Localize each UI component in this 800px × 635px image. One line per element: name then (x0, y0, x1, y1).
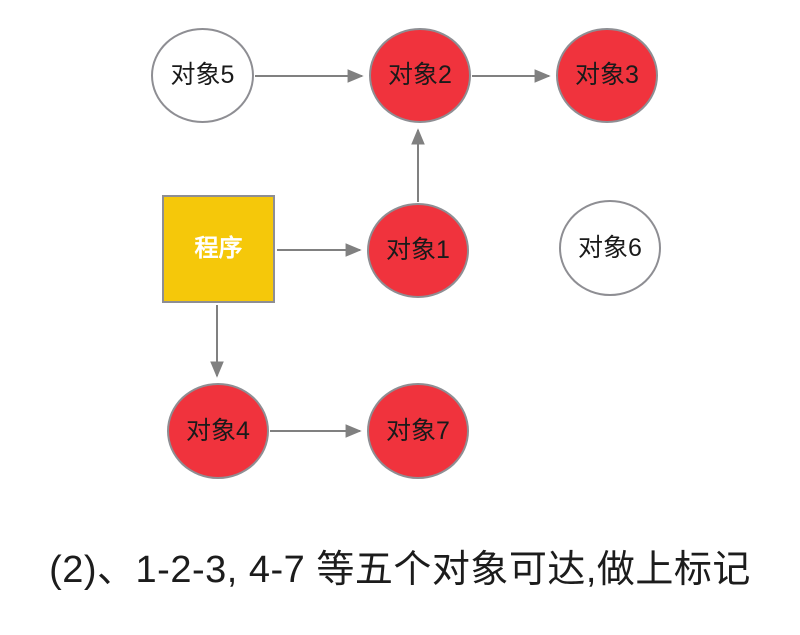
node-obj1: 对象1 (367, 203, 469, 298)
node-program: 程序 (162, 195, 275, 303)
node-obj3: 对象3 (556, 28, 658, 123)
node-program-label: 程序 (194, 235, 243, 262)
node-obj6: 对象6 (559, 200, 661, 296)
node-obj6-label: 对象6 (578, 233, 642, 262)
node-obj3-label: 对象3 (575, 61, 639, 89)
node-obj2-label: 对象2 (388, 61, 452, 89)
node-obj4-label: 对象4 (186, 416, 250, 445)
node-obj7: 对象7 (367, 383, 469, 479)
node-obj7-label: 对象7 (386, 416, 450, 445)
node-obj5-label: 对象5 (170, 61, 235, 89)
caption: (2)、1-2-3, 4-7 等五个对象可达,做上标记 (49, 549, 751, 591)
node-obj2: 对象2 (369, 28, 471, 123)
node-obj5: 对象5 (151, 28, 254, 123)
node-obj4: 对象4 (167, 383, 269, 479)
node-obj1-label: 对象1 (386, 236, 450, 264)
